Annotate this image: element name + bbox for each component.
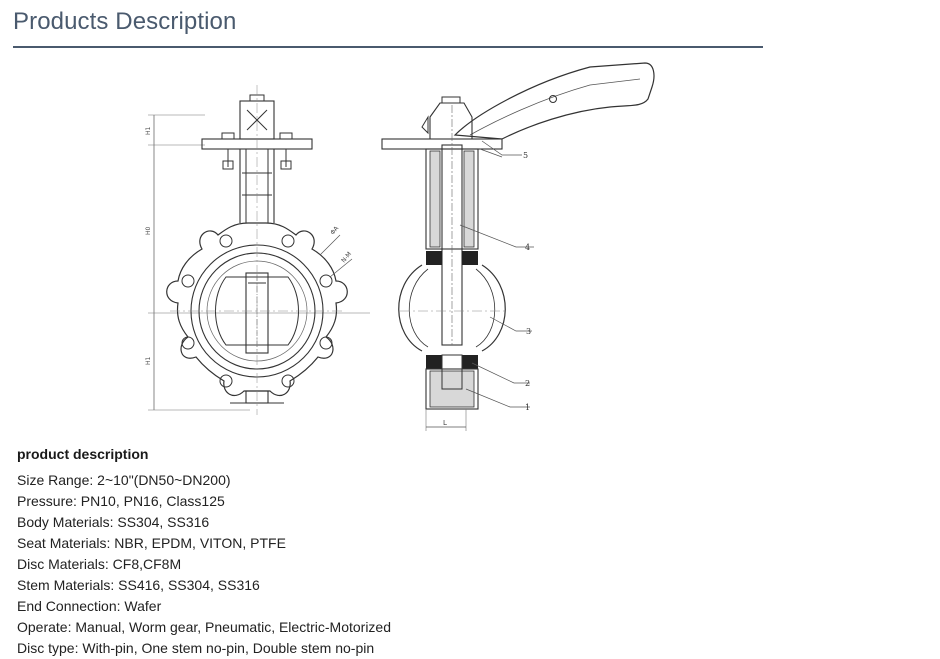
dim-label: L <box>443 419 447 427</box>
spec-disc-materials: Disc Materials: CF8,CF8M <box>17 556 182 572</box>
dim-label: H0 <box>145 226 152 235</box>
dim-label: ΦA <box>329 224 341 236</box>
spec-pressure: Pressure: PN10, PN16, Class125 <box>17 493 225 509</box>
spec-disc-type: Disc type: With-pin, One stem no-pin, Do… <box>17 640 375 656</box>
spec-size-range: Size Range: 2~10"(DN50~DN200) <box>17 472 231 488</box>
spec-end-connection: End Connection: Wafer <box>17 598 162 614</box>
spec-operate: Operate: Manual, Worm gear, Pneumatic, E… <box>17 619 392 635</box>
part-label: 2 <box>525 379 530 388</box>
spec-seat-materials: Seat Materials: NBR, EPDM, VITON, PTFE <box>17 535 286 551</box>
part-label: 4 <box>525 243 530 252</box>
spec-stem-materials: Stem Materials: SS416, SS304, SS316 <box>17 577 260 593</box>
spec-list: Size Range: 2~10"(DN50~DN200) Pressure: … <box>17 470 391 659</box>
valve-technical-drawing: H1 H0 H1 <box>145 62 655 431</box>
section-title: Products Description <box>13 8 237 35</box>
spec-body-materials: Body Materials: SS304, SS316 <box>17 514 210 530</box>
title-divider <box>13 46 763 48</box>
dim-label: H1 <box>145 356 152 365</box>
part-label: 3 <box>526 327 531 336</box>
dim-label: N-M <box>340 251 353 265</box>
side-section-view: L 5 4 3 2 1 <box>381 62 655 431</box>
front-view: H1 H0 H1 <box>145 85 370 415</box>
dim-label: H1 <box>145 126 152 135</box>
part-label: 5 <box>523 151 528 160</box>
part-label: 1 <box>525 403 530 412</box>
description-heading: product description <box>17 446 149 462</box>
